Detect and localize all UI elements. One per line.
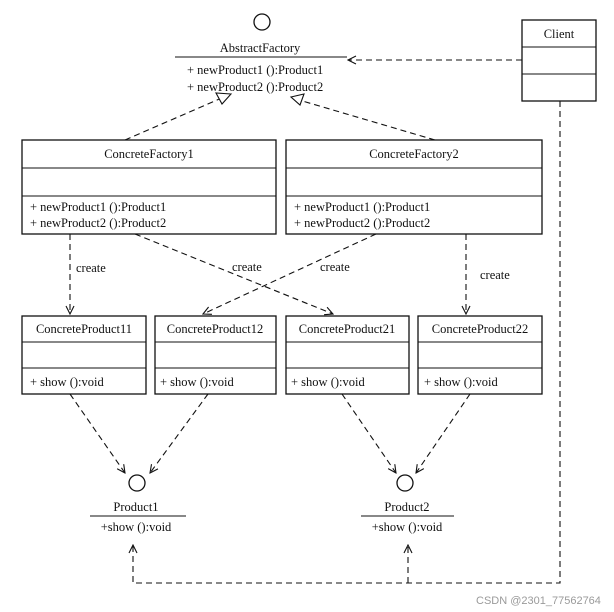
concrete-product-21-name: ConcreteProduct21 [299,322,396,336]
concrete-product-12-op: + show ():void [160,375,234,389]
product2-interface-icon [396,474,414,492]
concrete-factory-2-op-1: + newProduct1 ():Product1 [294,200,430,214]
p12-realizes-product1 [150,393,209,473]
factory-2-realization-arrowhead [289,93,305,106]
factory-2-realization-line [298,99,436,141]
abstract-factory-interface-icon [253,13,271,31]
concrete-factory-1-name: ConcreteFactory1 [104,147,194,161]
abstract-factory-name: AbstractFactory [220,41,301,55]
product1-interface: Product1 +show ():void [90,474,186,534]
factory-1-realization-arrowhead [215,92,233,105]
p21-realizes-product2 [341,393,396,473]
concrete-factory-1: ConcreteFactory1 + newProduct1 ():Produc… [21,139,277,235]
concrete-factory-2-op-2: + newProduct2 ():Product2 [294,216,430,230]
product1-op: +show ():void [101,520,172,534]
concrete-product-21-box [285,315,410,395]
product1-interface-icon [128,474,146,492]
client-box [521,19,597,102]
create-f1-to-p21 [134,233,333,314]
p22-realizes-product2 [416,393,471,473]
create-label-2: create [232,260,262,274]
concrete-factory-1-op-1: + newProduct1 ():Product1 [30,200,166,214]
abstract-factory-op-1: + newProduct1 ():Product1 [187,63,323,77]
create-f2-to-p12 [203,233,377,314]
concrete-product-11: ConcreteProduct11 + show ():void [21,315,147,395]
product2-interface: Product2 +show ():void [361,474,454,534]
create-label-1: create [76,261,106,275]
abstract-factory: AbstractFactory + newProduct1 ():Product… [175,13,347,94]
concrete-factory-2: ConcreteFactory2 + newProduct1 ():Produc… [285,139,543,235]
create-label-3: create [320,260,350,274]
abstract-factory-op-2: + newProduct2 ():Product2 [187,80,323,94]
factory-1-realization-line [124,96,225,141]
concrete-product-12-name: ConcreteProduct12 [167,322,264,336]
watermark-text: CSDN @2301_77562764 [476,595,601,607]
concrete-product-12-box [154,315,277,395]
client-to-product1-dependency [133,101,561,584]
product2-op: +show ():void [372,520,443,534]
concrete-product-11-name: ConcreteProduct11 [36,322,132,336]
client-class: Client [521,19,597,102]
product1-name: Product1 [113,500,158,514]
concrete-product-12: ConcreteProduct12 + show ():void [154,315,277,395]
concrete-product-21: ConcreteProduct21 + show ():void [285,315,410,395]
p11-realizes-product1 [69,393,125,473]
concrete-factory-1-box [21,139,277,235]
concrete-factory-2-name: ConcreteFactory2 [369,147,459,161]
concrete-product-22-op: + show ():void [424,375,498,389]
concrete-product-11-box [21,315,147,395]
create-label-4: create [480,268,510,282]
concrete-product-11-op: + show ():void [30,375,104,389]
concrete-product-22: ConcreteProduct22 + show ():void [417,315,543,395]
concrete-product-21-op: + show ():void [291,375,365,389]
product2-name: Product2 [384,500,429,514]
concrete-factory-2-box [285,139,543,235]
concrete-factory-1-op-2: + newProduct2 ():Product2 [30,216,166,230]
client-name: Client [544,27,575,41]
concrete-product-22-name: ConcreteProduct22 [432,322,529,336]
concrete-product-22-box [417,315,543,395]
